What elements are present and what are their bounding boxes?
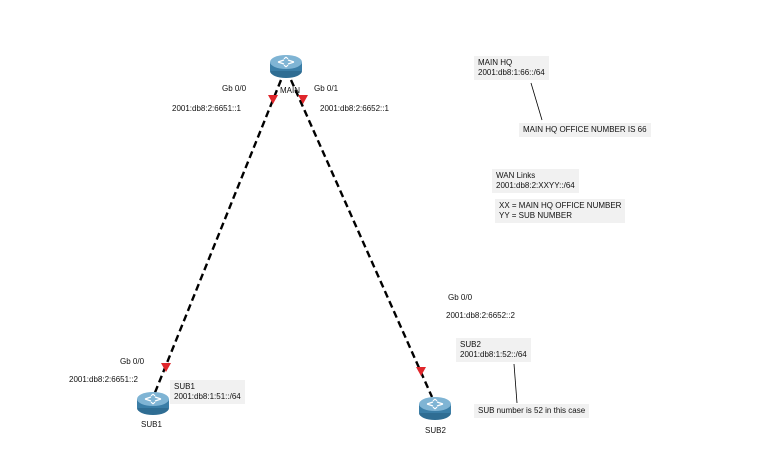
main-gb00-label: Gb 0/0 [222, 84, 247, 93]
device-name-main: MAIN [280, 86, 300, 95]
main-gb01-label: Gb 0/1 [314, 84, 339, 93]
note-sub2[interactable]: SUB2 2001:db8:1:52::/64 [456, 338, 531, 362]
note-sub1-title: SUB1 [174, 382, 195, 391]
note-sub2-prefix: 2001:db8:1:52::/64 [460, 350, 527, 359]
note-wan-links-title: WAN Links [496, 171, 536, 180]
wan-link-main-sub1[interactable] [152, 79, 283, 396]
note-main-hq-office[interactable]: MAIN HQ OFFICE NUMBER IS 66 [519, 123, 651, 137]
note-main-hq-title: MAIN HQ [478, 58, 513, 67]
main-gb01-address: 2001:db8:2:6652::1 [320, 104, 389, 113]
link-down-marker-sub1-gb00 [161, 363, 171, 372]
router-sub2-icon[interactable] [418, 395, 452, 421]
link-down-marker-main-gb00 [268, 95, 278, 104]
sub2-gb00-label: Gb 0/0 [448, 293, 473, 302]
note-sub2-title: SUB2 [460, 340, 481, 349]
note-sub-number[interactable]: SUB number is 52 in this case [474, 404, 590, 418]
note-main-hq-prefix: 2001:db8:1:66::/64 [478, 68, 545, 77]
sub2-gb00-address: 2001:db8:2:6652::2 [446, 311, 515, 320]
link-down-marker-main-gb01 [298, 95, 308, 104]
sub1-gb00-address: 2001:db8:2:6651::2 [69, 375, 138, 384]
note-main-hq-office-text: MAIN HQ OFFICE NUMBER IS 66 [523, 125, 647, 134]
sub2-pointer-line [513, 363, 518, 404]
sub1-gb00-label: Gb 0/0 [120, 357, 145, 366]
router-sub1-icon[interactable] [136, 390, 170, 416]
device-name-sub2: SUB2 [425, 426, 446, 435]
note-wan-links-prefix: 2001:db8:2:XXYY::/64 [496, 181, 575, 190]
note-wan-legend[interactable]: XX = MAIN HQ OFFICE NUMBER YY = SUB NUMB… [495, 199, 626, 223]
note-sub1[interactable]: SUB1 2001:db8:1:51::/64 [170, 380, 245, 404]
link-down-marker-sub2-gb00 [416, 367, 426, 376]
note-sub-number-text: SUB number is 52 in this case [478, 406, 586, 415]
note-wan-legend-xx: XX = MAIN HQ OFFICE NUMBER [499, 201, 622, 210]
wan-link-main-sub2[interactable] [289, 79, 434, 398]
device-name-sub1: SUB1 [141, 420, 162, 429]
note-wan-links[interactable]: WAN Links 2001:db8:2:XXYY::/64 [492, 169, 579, 193]
note-main-hq[interactable]: MAIN HQ 2001:db8:1:66::/64 [474, 56, 549, 80]
note-wan-legend-yy: YY = SUB NUMBER [499, 211, 572, 220]
note-sub1-prefix: 2001:db8:1:51::/64 [174, 392, 241, 401]
main-hq-pointer-line [530, 82, 543, 121]
main-gb00-address: 2001:db8:2:6651::1 [172, 104, 241, 113]
router-main-icon[interactable] [269, 53, 303, 79]
